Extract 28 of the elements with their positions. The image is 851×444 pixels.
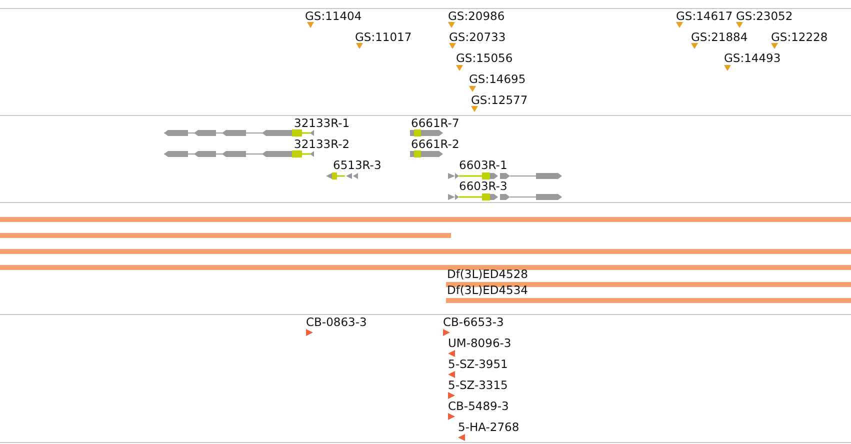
gene-label: 6513R-3 bbox=[333, 159, 382, 172]
feature-label: GS:12577 bbox=[471, 94, 528, 107]
feature-label: GS:14617 bbox=[676, 10, 733, 23]
feature-label: GS:20986 bbox=[448, 10, 505, 23]
gene-label: 6603R-1 bbox=[459, 159, 508, 172]
feature-label: GS:11017 bbox=[355, 31, 412, 44]
feature-label: GS:21884 bbox=[691, 31, 748, 44]
feature-label: CB-5489-3 bbox=[448, 400, 509, 413]
gene-label: 6661R-7 bbox=[411, 117, 460, 130]
feature-label: 5-HA-2768 bbox=[458, 421, 520, 434]
feature-label: CB-6653-3 bbox=[443, 316, 504, 329]
feature-label: 5-SZ-3315 bbox=[448, 379, 508, 392]
feature-label: UM-8096-3 bbox=[448, 337, 512, 350]
feature-label: CB-0863-3 bbox=[306, 316, 367, 329]
feature-label: GS:20733 bbox=[449, 31, 506, 44]
feature-label: GS:12228 bbox=[771, 31, 828, 44]
gene-label: 32133R-1 bbox=[294, 117, 350, 130]
feature-label: GS:14493 bbox=[724, 52, 781, 65]
feature-label: GS:14695 bbox=[469, 73, 526, 86]
feature-label: GS:11404 bbox=[305, 10, 362, 23]
deficiency-label: Df(3L)ED4534 bbox=[447, 284, 528, 297]
feature-label: GS:15056 bbox=[456, 52, 513, 65]
feature-label: 5-SZ-3951 bbox=[448, 358, 508, 371]
gene-label: 6603R-3 bbox=[459, 180, 508, 193]
gene-label: 32133R-2 bbox=[294, 138, 350, 151]
deficiency-label: Df(3L)ED4528 bbox=[447, 268, 528, 281]
gene-label: 6661R-2 bbox=[411, 138, 460, 151]
feature-label: GS:23052 bbox=[736, 10, 793, 23]
